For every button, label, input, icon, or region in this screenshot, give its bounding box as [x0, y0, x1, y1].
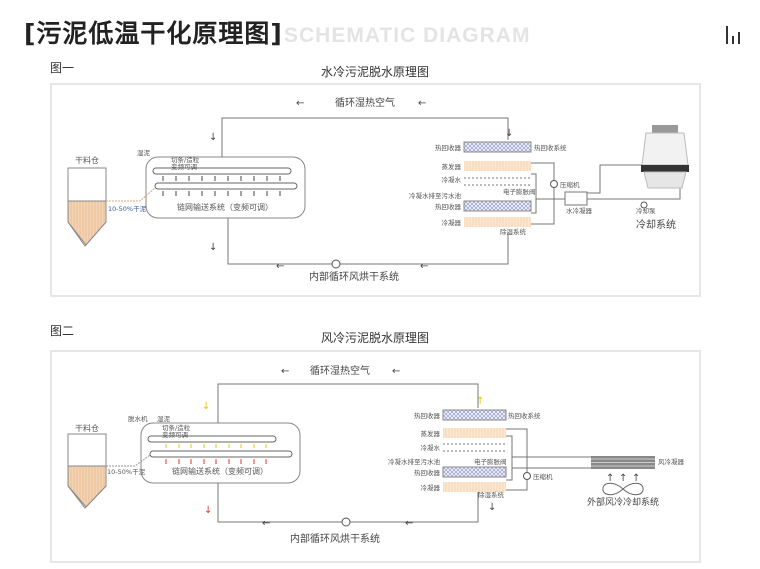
cooling-tower	[641, 125, 689, 189]
arrow-down-icon: ↓	[204, 505, 212, 516]
arrow-down-icon: ↓	[209, 242, 217, 253]
exv-label: 电子膨胀阀	[503, 187, 536, 196]
condenser-label: 冷凝器	[442, 218, 462, 227]
water-condenser	[564, 191, 588, 206]
fig2-label: 图二	[50, 324, 74, 338]
bottom-loop-label: 内部循环风烘干系统	[309, 270, 399, 283]
arrow-left-icon: ←	[418, 98, 426, 109]
menu-bars-icon[interactable]	[724, 24, 744, 44]
compressor-label: 压缩机	[560, 180, 580, 189]
condenser-block	[443, 482, 506, 492]
external-cooling-label: 外部风冷冷却系统	[587, 496, 659, 508]
heat-recovery-block	[442, 409, 507, 421]
fig2-title: 风冷污泥脱水原理图	[321, 330, 429, 345]
vfd-label: 变频可调	[171, 162, 197, 171]
fig1-label: 图一	[50, 61, 74, 75]
heat-recovery-label-2: 热回收器	[414, 468, 441, 477]
heat-recovery-block-2	[463, 200, 532, 212]
dewater-label: 脱水机	[128, 414, 148, 423]
arrow-down-icon: ↓	[505, 128, 513, 139]
heat-recovery-block-2	[442, 466, 507, 478]
condensate-label: 冷凝水	[442, 175, 462, 184]
conveyor-belts	[147, 435, 293, 464]
silo-label: 干料仓	[75, 423, 99, 433]
dehumid-label: 除湿系统	[500, 227, 527, 236]
figure-1: 图一 水冷污泥脱水原理图 循环湿热空气 ← ← 内部循环风烘干系统 ← ← ↓ …	[50, 61, 701, 297]
page-title: [污泥低温干化原理图]	[24, 19, 283, 48]
top-loop-label: 循环湿热空气	[310, 364, 370, 377]
arrow-left-icon: ←	[296, 98, 304, 109]
heat-recovery-label: 热回收器	[435, 143, 462, 152]
heat-recovery-label-2: 热回收器	[435, 202, 462, 211]
cooling-label: 冷却系统	[636, 218, 676, 231]
drain-label: 冷凝水排至污水池	[409, 191, 462, 200]
air-loop-line	[221, 117, 509, 265]
pump-label: 冷却泵	[636, 206, 656, 215]
arrow-up-icon: ↑	[606, 473, 614, 484]
heat-recovery-block	[463, 141, 532, 153]
conveyor-label: 链网输送系统（变频可调）	[177, 202, 273, 212]
wet-sludge-label: 湿泥	[157, 414, 171, 423]
bottom-loop-label: 内部循环风烘干系统	[290, 532, 380, 545]
condensate-label: 冷凝水	[421, 443, 441, 452]
arrow-left-icon: ←	[405, 518, 413, 529]
drain-label: 冷凝水排至污水池	[388, 457, 441, 466]
arrow-left-icon: ←	[420, 261, 428, 272]
condenser-block	[464, 217, 531, 227]
arrow-left-icon: ←	[392, 366, 400, 377]
fan-icon	[331, 259, 341, 269]
wet-sludge-label: 湿泥	[137, 148, 151, 157]
evaporator-block	[443, 428, 506, 438]
arrow-up-icon: ↑	[619, 473, 627, 484]
compressor-icon	[523, 472, 531, 480]
arrow-up-icon: ↑	[476, 396, 484, 407]
arrow-up-icon: ↑	[632, 473, 640, 484]
heat-recovery-label: 热回收器	[414, 411, 441, 420]
fig1-frame	[50, 83, 701, 297]
air-condenser-label: 风冷凝器	[658, 457, 685, 466]
heat-recovery-system-label: 热回收系统	[508, 411, 541, 420]
conveyor-label: 链网输送系统（变频可调）	[172, 466, 268, 476]
compressor-icon	[550, 180, 558, 188]
figure-2: 图二 风冷污泥脱水原理图 循环湿热空气 ← ← 内部循环风烘干系统 ← ← ↓ …	[50, 324, 701, 563]
cut-label: 切条/造粒	[171, 155, 200, 164]
arrow-down-icon: ↓	[209, 132, 217, 143]
top-loop-label: 循环湿热空气	[335, 96, 395, 109]
arrow-down-icon: ↓	[488, 502, 496, 513]
vfd-label: 变频可调	[162, 430, 188, 439]
fan-icon	[602, 482, 644, 496]
condenser-label: 冷凝器	[421, 483, 441, 492]
fig2-frame	[50, 350, 701, 563]
silo-label: 干料仓	[75, 155, 99, 165]
fan-icon	[341, 517, 351, 527]
dehumid-label: 除湿系统	[478, 490, 505, 499]
arrow-left-icon: ←	[276, 261, 284, 272]
compressor-label: 压缩机	[533, 472, 553, 481]
arrow-left-icon: ←	[262, 518, 270, 529]
evaporator-label: 蒸发器	[421, 429, 441, 438]
fig1-title: 水冷污泥脱水原理图	[321, 64, 429, 79]
page-subtitle: SCHEMATIC DIAGRAM	[284, 24, 531, 47]
water-condenser-label: 水冷凝器	[566, 206, 593, 215]
evaporator-block	[464, 161, 531, 171]
conveyor-belts	[152, 167, 298, 196]
arrow-down-icon: ↓	[202, 401, 210, 412]
cut-label: 切条/造粒	[162, 423, 191, 432]
dry-sludge-label: 10-50%干泥	[108, 205, 147, 213]
exv-label: 电子膨胀阀	[474, 457, 507, 466]
cooling-pump-icon	[640, 201, 648, 209]
evaporator-label: 蒸发器	[442, 162, 462, 171]
heat-recovery-system-label: 热回收系统	[534, 143, 567, 152]
arrow-left-icon: ←	[281, 366, 289, 377]
dry-sludge-label: 10-50%干泥	[107, 468, 146, 476]
